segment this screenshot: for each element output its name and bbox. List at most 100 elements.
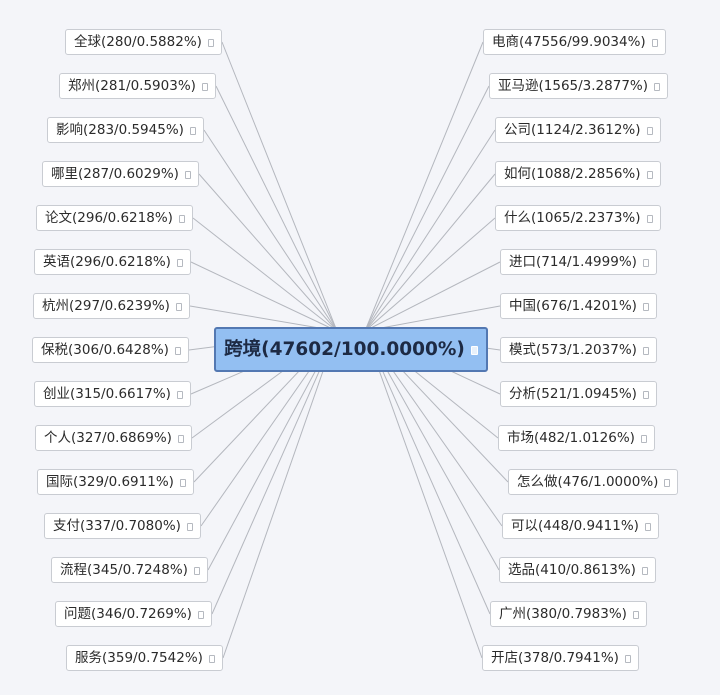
node-label: 杭州(297/0.6239%) xyxy=(42,298,170,314)
note-icon xyxy=(174,347,181,355)
note-icon xyxy=(642,391,649,399)
node-label: 进口(714/1.4999%) xyxy=(509,254,637,270)
note-icon xyxy=(179,479,186,487)
right-node[interactable]: 开店(378/0.7941%) xyxy=(482,645,639,671)
note-icon xyxy=(654,83,661,91)
node-label: 开店(378/0.7941%) xyxy=(491,650,619,666)
connector-line xyxy=(211,330,338,615)
node-label: 亚马逊(1565/3.2877%) xyxy=(498,78,649,94)
node-label: 怎么做(476/1.0000%) xyxy=(517,474,659,490)
left-node[interactable]: 影响(283/0.5945%) xyxy=(47,117,204,143)
node-label: 广州(380/0.7983%) xyxy=(499,606,627,622)
connector-line xyxy=(198,173,338,332)
right-node[interactable]: 什么(1065/2.2373%) xyxy=(495,205,661,231)
note-icon xyxy=(642,259,649,267)
note-icon xyxy=(632,611,639,619)
note-icon xyxy=(644,523,651,531)
note-icon xyxy=(646,215,653,223)
right-node[interactable]: 市场(482/1.0126%) xyxy=(498,425,655,451)
right-node[interactable]: 如何(1088/2.2856%) xyxy=(495,161,661,187)
node-label: 流程(345/0.7248%) xyxy=(60,562,188,578)
note-icon xyxy=(640,435,647,443)
note-icon xyxy=(189,127,196,135)
connector-line xyxy=(364,41,484,332)
left-node[interactable]: 问题(346/0.7269%) xyxy=(55,601,212,627)
right-node[interactable]: 中国(676/1.4201%) xyxy=(500,293,657,319)
node-label: 中国(676/1.4201%) xyxy=(509,298,637,314)
node-label: 选品(410/0.8613%) xyxy=(508,562,636,578)
node-label: 模式(573/1.2037%) xyxy=(509,342,637,358)
left-node[interactable]: 郑州(281/0.5903%) xyxy=(59,73,216,99)
note-icon xyxy=(184,171,191,179)
right-node[interactable]: 进口(714/1.4999%) xyxy=(500,249,657,275)
left-node[interactable]: 国际(329/0.6911%) xyxy=(37,469,194,495)
connector-line xyxy=(215,85,338,332)
left-node[interactable]: 创业(315/0.6617%) xyxy=(34,381,191,407)
note-icon xyxy=(193,567,200,575)
note-icon xyxy=(646,171,653,179)
note-icon xyxy=(664,479,671,487)
root-label: 跨境(47602/100.0000%) xyxy=(224,339,465,360)
node-label: 支付(337/0.7080%) xyxy=(53,518,181,534)
node-label: 创业(315/0.6617%) xyxy=(43,386,171,402)
note-icon xyxy=(186,523,193,531)
node-label: 如何(1088/2.2856%) xyxy=(504,166,641,182)
left-node[interactable]: 哪里(287/0.6029%) xyxy=(42,161,199,187)
connector-line xyxy=(203,129,338,332)
left-node[interactable]: 论文(296/0.6218%) xyxy=(36,205,193,231)
note-icon xyxy=(201,83,208,91)
node-label: 英语(296/0.6218%) xyxy=(43,254,171,270)
right-node[interactable]: 公司(1124/2.3612%) xyxy=(495,117,661,143)
left-node[interactable]: 英语(296/0.6218%) xyxy=(34,249,191,275)
node-label: 什么(1065/2.2373%) xyxy=(504,210,641,226)
left-node[interactable]: 服务(359/0.7542%) xyxy=(66,645,223,671)
right-node[interactable]: 怎么做(476/1.0000%) xyxy=(508,469,679,495)
right-node[interactable]: 选品(410/0.8613%) xyxy=(499,557,656,583)
note-icon xyxy=(470,346,478,355)
node-label: 电商(47556/99.9034%) xyxy=(492,34,646,50)
note-icon xyxy=(642,347,649,355)
connector-line xyxy=(364,217,496,332)
node-label: 问题(346/0.7269%) xyxy=(64,606,192,622)
connector-line xyxy=(364,129,496,332)
right-node[interactable]: 模式(573/1.2037%) xyxy=(500,337,657,363)
right-node[interactable]: 亚马逊(1565/3.2877%) xyxy=(489,73,669,99)
left-node[interactable]: 全球(280/0.5882%) xyxy=(65,29,222,55)
note-icon xyxy=(207,39,214,47)
node-label: 保税(306/0.6428%) xyxy=(41,342,169,358)
connector-line xyxy=(364,173,496,332)
connector-line xyxy=(364,330,491,615)
connector-line xyxy=(364,330,483,659)
node-label: 哪里(287/0.6029%) xyxy=(51,166,179,182)
note-icon xyxy=(624,655,631,663)
right-node[interactable]: 广州(380/0.7983%) xyxy=(490,601,647,627)
root-node[interactable]: 跨境(47602/100.0000%) xyxy=(214,327,488,372)
node-label: 公司(1124/2.3612%) xyxy=(504,122,641,138)
connector-line xyxy=(189,305,338,332)
note-icon xyxy=(646,127,653,135)
note-icon xyxy=(176,391,183,399)
connector-line xyxy=(190,261,338,332)
right-node[interactable]: 可以(448/0.9411%) xyxy=(502,513,659,539)
connector-line xyxy=(364,305,501,332)
left-node[interactable]: 杭州(297/0.6239%) xyxy=(33,293,190,319)
node-label: 市场(482/1.0126%) xyxy=(507,430,635,446)
node-label: 影响(283/0.5945%) xyxy=(56,122,184,138)
connector-line xyxy=(364,261,501,332)
left-node[interactable]: 支付(337/0.7080%) xyxy=(44,513,201,539)
connector-line xyxy=(364,85,490,332)
note-icon xyxy=(208,655,215,663)
node-label: 分析(521/1.0945%) xyxy=(509,386,637,402)
left-node[interactable]: 保税(306/0.6428%) xyxy=(32,337,189,363)
left-node[interactable]: 流程(345/0.7248%) xyxy=(51,557,208,583)
node-label: 论文(296/0.6218%) xyxy=(45,210,173,226)
node-label: 个人(327/0.6869%) xyxy=(44,430,172,446)
note-icon xyxy=(641,567,648,575)
node-label: 可以(448/0.9411%) xyxy=(511,518,639,534)
right-node[interactable]: 分析(521/1.0945%) xyxy=(500,381,657,407)
right-node[interactable]: 电商(47556/99.9034%) xyxy=(483,29,666,55)
note-icon xyxy=(178,215,185,223)
note-icon xyxy=(642,303,649,311)
left-node[interactable]: 个人(327/0.6869%) xyxy=(35,425,192,451)
connector-line xyxy=(192,217,338,332)
